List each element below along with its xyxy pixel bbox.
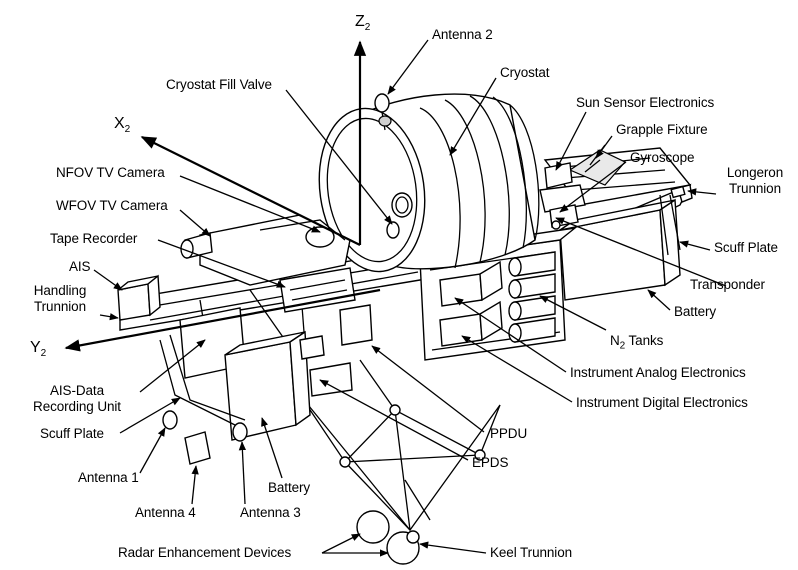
label-radar-enhancement-devices: Radar Enhancement Devices [118,545,292,560]
left-boxes [179,304,373,441]
x-axis-label: X2 [114,115,131,136]
radar-enhancement-devices [356,510,420,565]
longeron-trunnion-part [670,185,686,199]
ais-part [117,274,161,321]
label-antenna-2: Antenna 2 [432,27,493,42]
label-transponder: Transponder [690,277,765,292]
label-epds: EPDS [472,455,509,470]
axes [64,40,381,352]
label-wfov-tv-camera: WFOV TV Camera [56,198,168,213]
label-instrument-analog-electronics: Instrument Analog Electronics [570,365,746,380]
label-antenna-3: Antenna 3 [240,505,301,520]
z-axis-label: Z2 [355,13,371,34]
label-antenna-4: Antenna 4 [135,505,196,520]
label-ppdu: PPDU [490,426,528,441]
label-n2-tanks: N2 Tanks [610,333,664,352]
leader-lines [93,39,727,557]
n2-tanks-cylinders [508,251,556,343]
cryostat-body [318,93,540,273]
antenna-2-part [374,93,392,131]
y-axis-label: Y2 [30,339,47,360]
label-scuff-plate-left: Scuff Plate [40,426,104,441]
label-keel-trunnion: Keel Trunnion [490,545,573,560]
label-grapple-fixture: Grapple Fixture [616,122,708,137]
label-instrument-digital-electronics: Instrument Digital Electronics [576,395,748,410]
label-scuff-plate-right: Scuff Plate [714,240,778,255]
label-sun-sensor-electronics: Sun Sensor Electronics [576,95,715,110]
battery-right-box [559,198,681,301]
label-cryostat-fill-valve: Cryostat Fill Valve [166,77,272,92]
label-antenna-1: Antenna 1 [78,470,139,485]
label-nfov-tv-camera: NFOV TV Camera [56,165,165,180]
lower-left-structure [159,334,248,465]
label-tape-recorder: Tape Recorder [50,231,138,246]
label-battery-bottom: Battery [268,480,311,495]
label-ais: AIS [69,259,91,274]
label-battery-right: Battery [674,304,717,319]
camera-assembly [180,214,356,313]
keel-truss [299,359,501,532]
label-gyroscope: Gyroscope [630,150,695,165]
label-cryostat: Cryostat [500,65,550,80]
